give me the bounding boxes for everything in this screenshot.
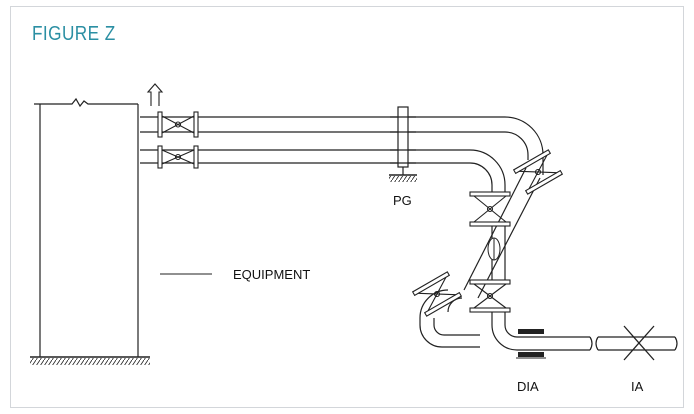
ia-label: IA <box>631 379 644 394</box>
figure-frame <box>10 6 684 408</box>
ground-symbol <box>30 356 150 365</box>
lower-left-elbow <box>419 289 480 348</box>
pg-label: PG <box>393 193 412 208</box>
upper-pipe <box>140 116 544 299</box>
joint-icon <box>487 237 501 261</box>
valve-icon <box>469 191 511 227</box>
pipe-guide-support <box>389 106 417 176</box>
equipment-label: EQUIPMENT <box>233 267 310 282</box>
valve-icon <box>469 279 511 313</box>
dia-label: DIA <box>517 379 539 394</box>
figure-title: FIGURE Z <box>32 23 116 45</box>
valve-icon <box>411 271 463 317</box>
equipment-vessel <box>34 97 139 357</box>
valve-icon <box>157 145 199 169</box>
valve-icon <box>157 111 199 138</box>
flow-arrow-icon <box>146 83 164 106</box>
valve-icon <box>512 149 564 195</box>
dia-support <box>516 329 546 359</box>
pipe-guide-ground <box>389 176 417 182</box>
ia-anchor-mark <box>623 325 655 361</box>
